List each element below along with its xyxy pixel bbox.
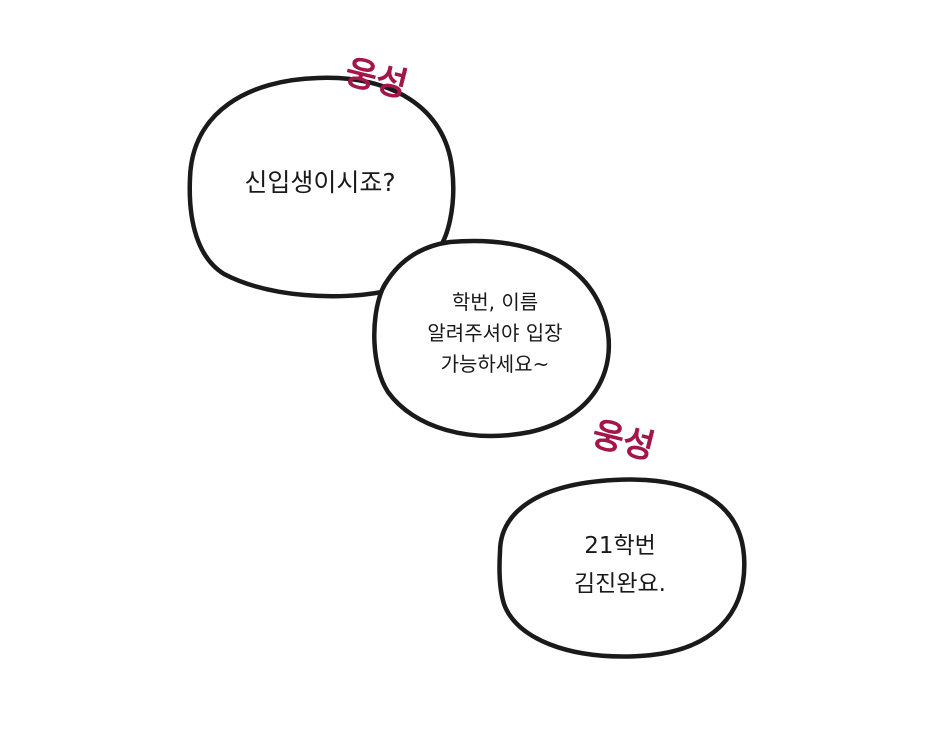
speech-bubble-3 — [497, 477, 747, 659]
bubble-2-text: 학번, 이름 알려주셔야 입장 가능하세요~ — [427, 290, 563, 376]
bubble-1-text: 신입생이시죠? — [244, 168, 396, 197]
speech-bubble-1 — [187, 75, 456, 299]
bubble-3-text: 21학번 김진완요. — [574, 533, 666, 597]
speech-bubble-2 — [372, 238, 612, 439]
